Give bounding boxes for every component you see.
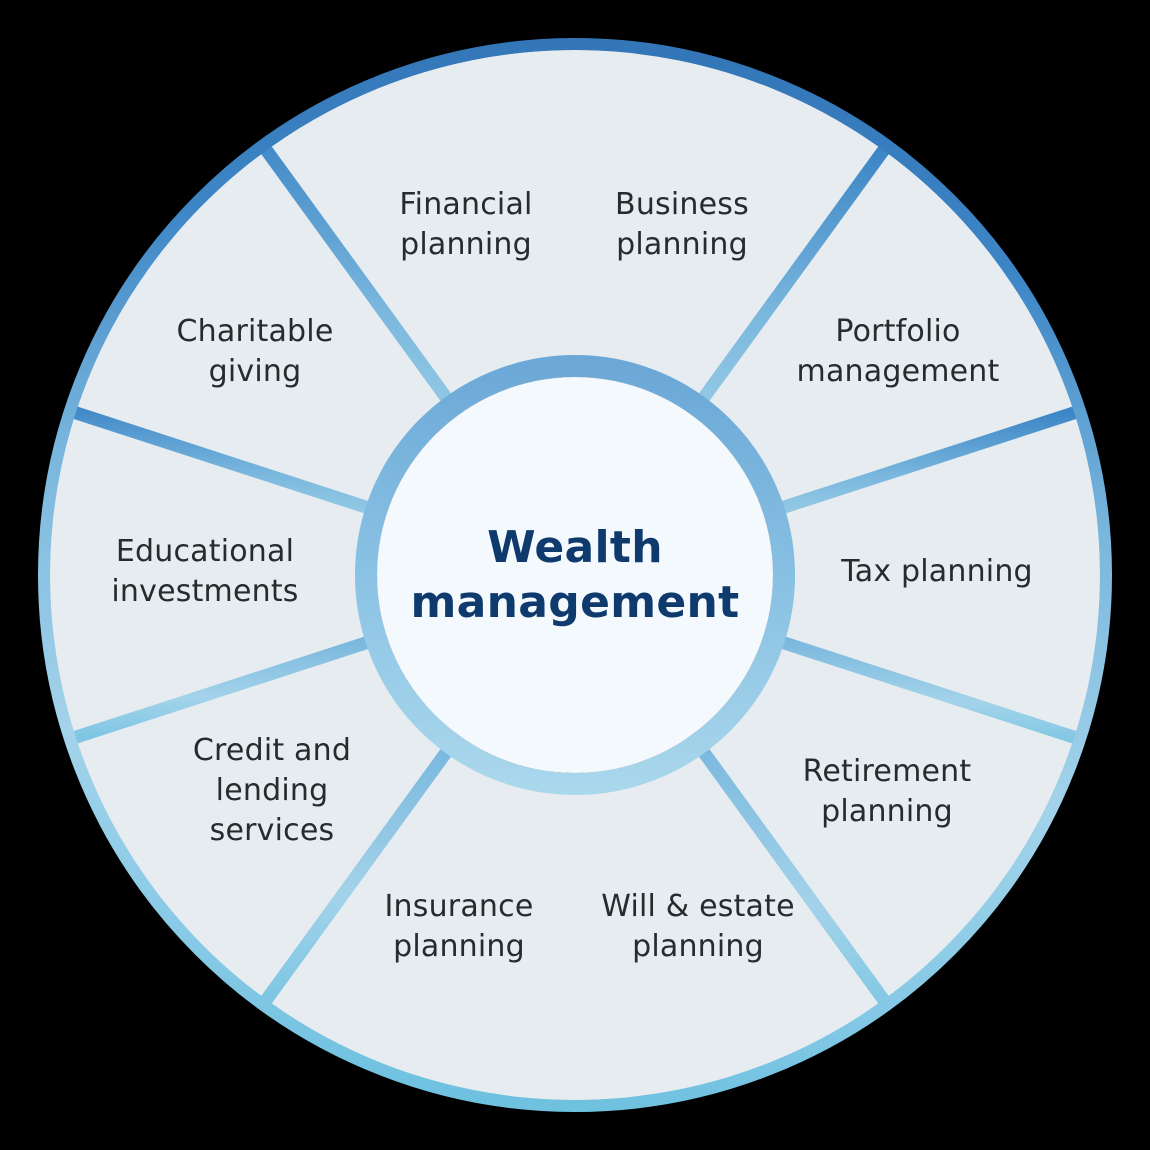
hub-circle [377,377,773,773]
hub-label: Wealth management [410,522,740,628]
hub-ring [355,355,795,795]
